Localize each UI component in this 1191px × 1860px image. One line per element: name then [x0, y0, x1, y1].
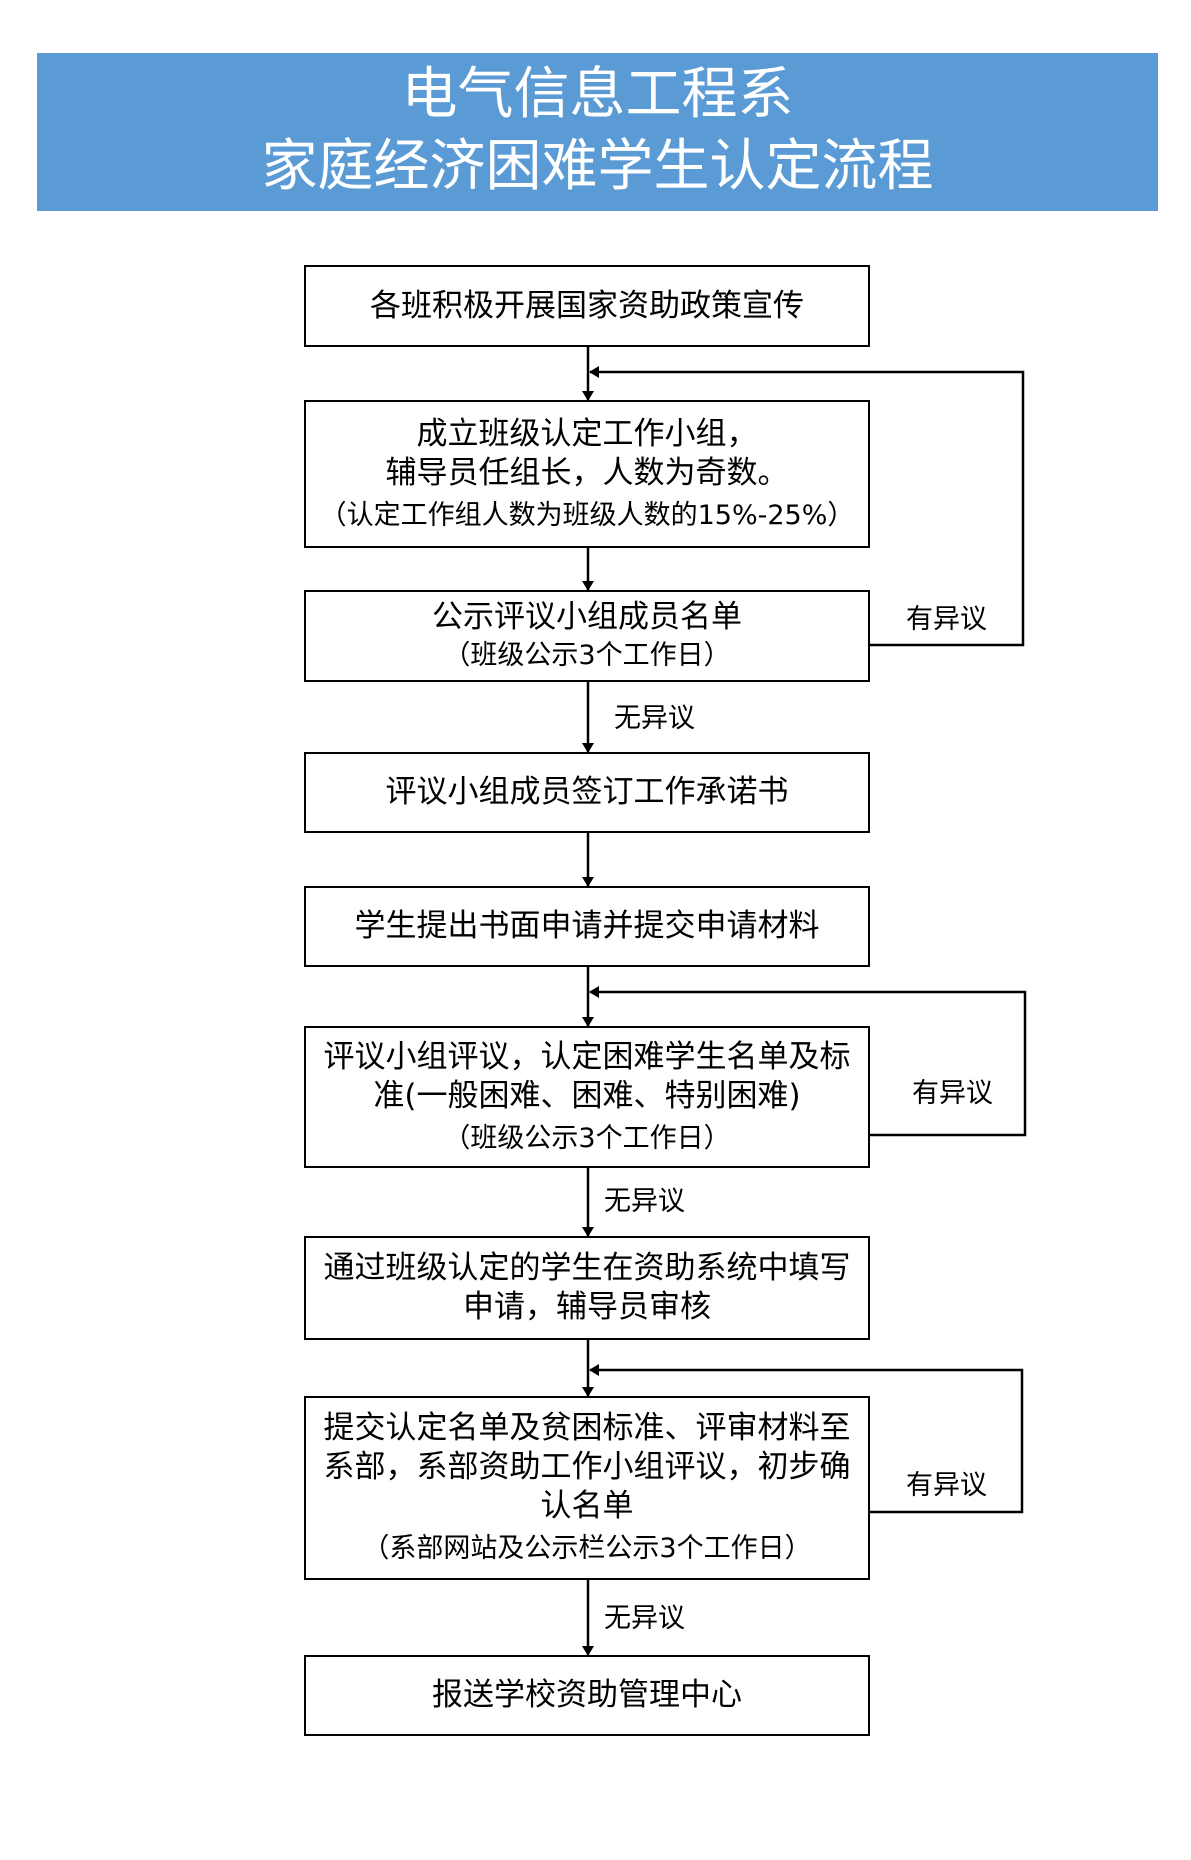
objection-label: 有异议	[906, 1470, 987, 1501]
step-text: 评议小组评议，认定困难学生名单及标	[323, 1038, 851, 1075]
step-text: 各班积极开展国家资助政策宣传	[370, 287, 804, 324]
objection-label: 有异议	[906, 604, 987, 635]
step-text: 系部，系部资助工作小组评议，初步确	[323, 1449, 851, 1485]
step-note: （班级公示3个工作日）	[443, 640, 731, 671]
no-objection-label: 无异议	[604, 1603, 685, 1634]
step-box: 评议小组成员签订工作承诺书	[304, 752, 870, 833]
step-note: （系部网站及公示栏公示3个工作日）	[362, 1533, 812, 1564]
step-text: 辅导员任组长，人数为奇数。	[385, 454, 789, 491]
title-line-1: 电气信息工程系	[401, 62, 794, 127]
step-box: 报送学校资助管理中心	[304, 1655, 870, 1736]
step-text: 提交认定名单及贫困标准、评审材料至	[323, 1410, 851, 1446]
step-box: 评议小组评议，认定困难学生名单及标 准(一般困难、困难、特别困难) （班级公示3…	[304, 1026, 870, 1168]
step-text: 公示评议小组成员名单	[432, 599, 742, 635]
step-box: 各班积极开展国家资助政策宣传	[304, 265, 870, 347]
title-banner: 电气信息工程系 家庭经济困难学生认定流程	[37, 53, 1158, 211]
step-box: 成立班级认定工作小组， 辅导员任组长，人数为奇数。 （认定工作组人数为班级人数的…	[304, 400, 870, 548]
title-line-2: 家庭经济困难学生认定流程	[261, 134, 934, 199]
step-box: 提交认定名单及贫困标准、评审材料至 系部，系部资助工作小组评议，初步确 认名单 …	[304, 1396, 870, 1580]
step-box: 公示评议小组成员名单 （班级公示3个工作日）	[304, 590, 870, 682]
step-text: 成立班级认定工作小组，	[416, 415, 758, 452]
step-text: 报送学校资助管理中心	[432, 1677, 742, 1713]
step-text: 通过班级认定的学生在资助系统中填写	[323, 1250, 851, 1286]
step-box: 通过班级认定的学生在资助系统中填写 申请，辅导员审核	[304, 1236, 870, 1340]
step-box: 学生提出书面申请并提交申请材料	[304, 886, 870, 967]
step-text: 学生提出书面申请并提交申请材料	[354, 908, 820, 944]
objection-label: 有异议	[912, 1078, 993, 1109]
step-text: 认名单	[540, 1488, 634, 1524]
no-objection-label: 无异议	[614, 703, 695, 734]
step-text: 准(一般困难、困难、特别困难)	[373, 1077, 801, 1114]
no-objection-label: 无异议	[604, 1186, 685, 1217]
step-note: （班级公示3个工作日）	[443, 1122, 731, 1154]
step-text: 申请，辅导员审核	[463, 1289, 711, 1325]
step-text: 评议小组成员签订工作承诺书	[385, 774, 789, 810]
step-note: （认定工作组人数为班级人数的15%-25%）	[319, 499, 855, 531]
